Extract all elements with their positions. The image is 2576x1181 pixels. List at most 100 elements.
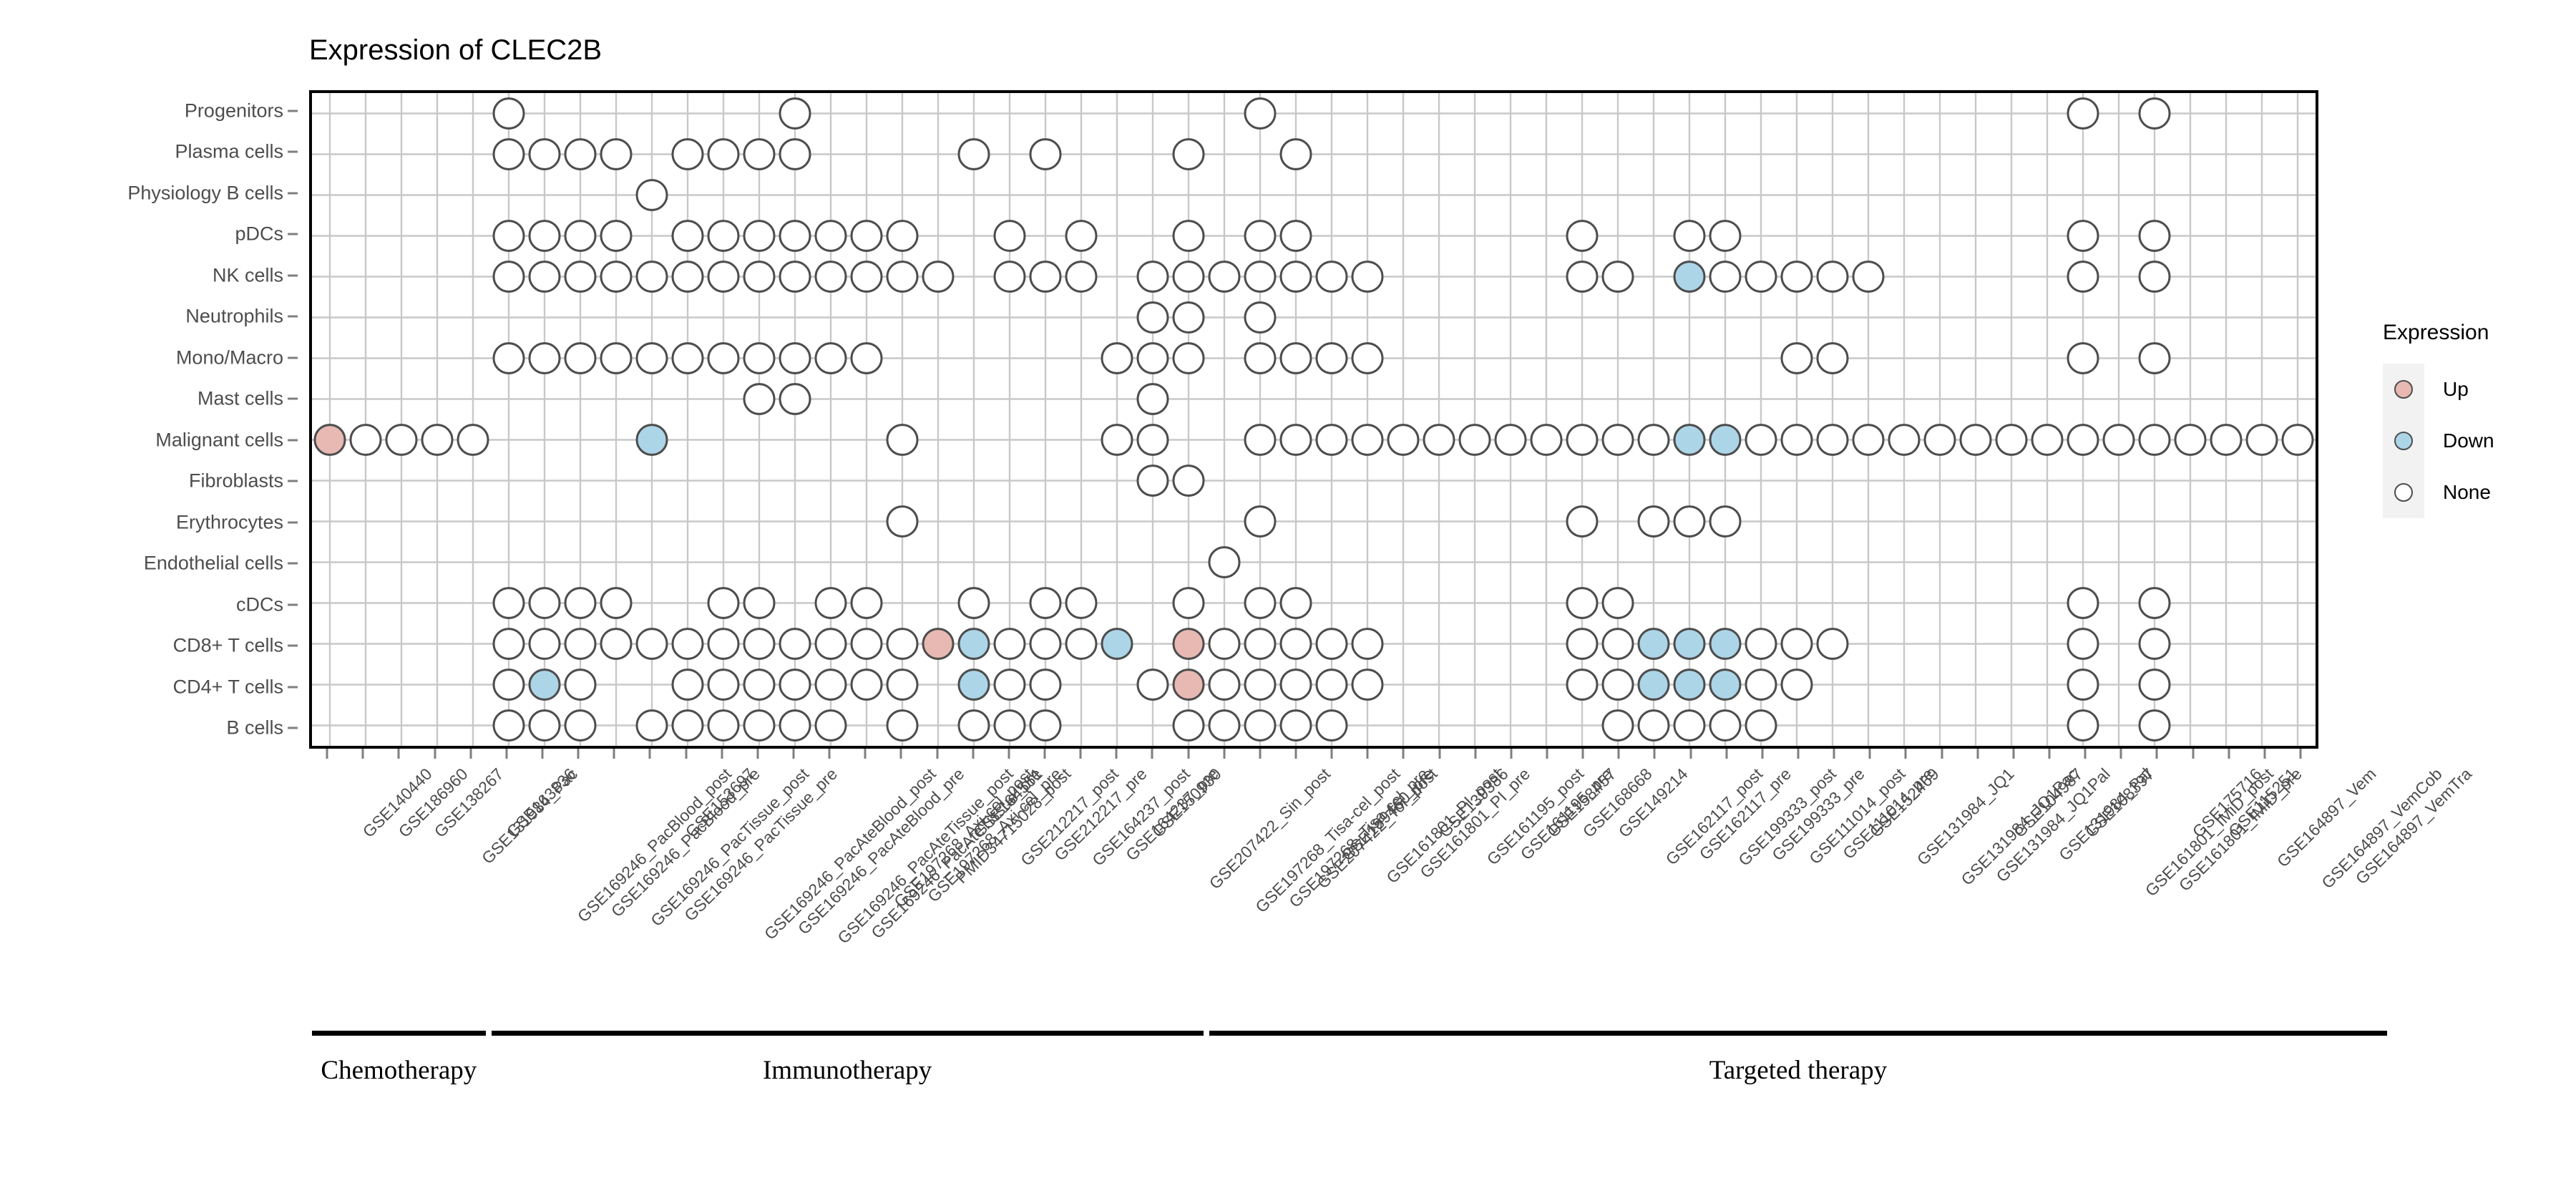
expression-dot[interactable] bbox=[1136, 301, 1169, 334]
expression-dot[interactable] bbox=[1172, 709, 1205, 742]
expression-dot[interactable] bbox=[779, 383, 811, 415]
expression-dot[interactable] bbox=[993, 628, 1026, 660]
expression-dot[interactable] bbox=[1315, 342, 1348, 374]
expression-dot[interactable] bbox=[2138, 709, 2171, 742]
expression-dot[interactable] bbox=[528, 587, 561, 619]
expression-dot[interactable] bbox=[1816, 342, 1849, 374]
expression-dot[interactable] bbox=[1601, 628, 1634, 660]
expression-dot[interactable] bbox=[1315, 709, 1348, 742]
expression-dot[interactable] bbox=[564, 138, 597, 170]
expression-dot[interactable] bbox=[779, 97, 811, 130]
expression-dot[interactable] bbox=[1279, 709, 1312, 742]
expression-dot[interactable] bbox=[528, 220, 561, 252]
expression-dot[interactable] bbox=[1029, 261, 1062, 293]
expression-dot[interactable] bbox=[1244, 97, 1277, 130]
expression-dot[interactable] bbox=[779, 628, 811, 660]
expression-dot[interactable] bbox=[743, 261, 776, 293]
expression-dot[interactable] bbox=[1745, 709, 1777, 742]
expression-dot[interactable] bbox=[1065, 587, 1098, 619]
expression-dot[interactable] bbox=[1244, 669, 1277, 701]
expression-dot[interactable] bbox=[1315, 424, 1348, 456]
expression-dot[interactable] bbox=[492, 709, 525, 742]
expression-dot[interactable] bbox=[1637, 505, 1670, 538]
expression-dot[interactable] bbox=[1244, 587, 1277, 619]
expression-dot[interactable] bbox=[1745, 261, 1777, 293]
expression-dot[interactable] bbox=[1566, 220, 1599, 252]
expression-dot[interactable] bbox=[779, 220, 811, 252]
expression-dot[interactable] bbox=[1351, 424, 1384, 456]
expression-dot[interactable] bbox=[2138, 220, 2171, 252]
expression-dot[interactable] bbox=[2138, 587, 2171, 619]
expression-dot[interactable] bbox=[850, 628, 883, 660]
expression-dot[interactable] bbox=[1208, 628, 1241, 660]
expression-dot[interactable] bbox=[1244, 505, 1277, 538]
expression-dot[interactable] bbox=[993, 709, 1026, 742]
expression-dot[interactable] bbox=[1780, 669, 1813, 701]
expression-dot[interactable] bbox=[1279, 261, 1312, 293]
expression-dot[interactable] bbox=[1673, 669, 1706, 701]
expression-dot[interactable] bbox=[1566, 505, 1599, 538]
expression-dot[interactable] bbox=[850, 342, 883, 374]
expression-dot[interactable] bbox=[1816, 261, 1849, 293]
expression-dot[interactable] bbox=[1244, 220, 1277, 252]
expression-dot[interactable] bbox=[707, 342, 740, 374]
expression-dot[interactable] bbox=[564, 342, 597, 374]
expression-dot[interactable] bbox=[528, 628, 561, 660]
expression-dot[interactable] bbox=[528, 138, 561, 170]
expression-dot[interactable] bbox=[1530, 424, 1563, 456]
expression-dot[interactable] bbox=[1136, 383, 1169, 415]
expression-dot[interactable] bbox=[886, 505, 919, 538]
expression-dot[interactable] bbox=[743, 709, 776, 742]
expression-dot[interactable] bbox=[707, 138, 740, 170]
expression-dot[interactable] bbox=[886, 261, 919, 293]
expression-dot[interactable] bbox=[1745, 628, 1777, 660]
expression-dot[interactable] bbox=[600, 261, 633, 293]
expression-dot[interactable] bbox=[707, 709, 740, 742]
expression-dot[interactable] bbox=[600, 138, 633, 170]
expression-dot[interactable] bbox=[1279, 220, 1312, 252]
expression-dot[interactable] bbox=[1172, 587, 1205, 619]
expression-dot[interactable] bbox=[814, 669, 847, 701]
expression-dot[interactable] bbox=[1673, 261, 1706, 293]
expression-dot[interactable] bbox=[492, 669, 525, 701]
expression-dot[interactable] bbox=[457, 424, 489, 456]
expression-dot[interactable] bbox=[1673, 709, 1706, 742]
expression-dot[interactable] bbox=[1816, 628, 1849, 660]
legend-item[interactable]: Down bbox=[2383, 415, 2569, 467]
expression-dot[interactable] bbox=[814, 261, 847, 293]
expression-dot[interactable] bbox=[1709, 220, 1742, 252]
expression-dot[interactable] bbox=[1709, 628, 1742, 660]
expression-dot[interactable] bbox=[1780, 424, 1813, 456]
expression-dot[interactable] bbox=[1244, 342, 1277, 374]
expression-dot[interactable] bbox=[1566, 628, 1599, 660]
expression-dot[interactable] bbox=[2067, 587, 2099, 619]
expression-dot[interactable] bbox=[2067, 709, 2099, 742]
expression-dot[interactable] bbox=[671, 138, 704, 170]
expression-dot[interactable] bbox=[850, 261, 883, 293]
expression-dot[interactable] bbox=[349, 424, 382, 456]
expression-dot[interactable] bbox=[850, 220, 883, 252]
expression-dot[interactable] bbox=[814, 220, 847, 252]
expression-dot[interactable] bbox=[1673, 220, 1706, 252]
expression-dot[interactable] bbox=[1709, 424, 1742, 456]
expression-dot[interactable] bbox=[313, 424, 346, 456]
expression-dot[interactable] bbox=[1745, 424, 1777, 456]
expression-dot[interactable] bbox=[2281, 424, 2314, 456]
expression-dot[interactable] bbox=[1279, 342, 1312, 374]
expression-dot[interactable] bbox=[1208, 546, 1241, 578]
expression-dot[interactable] bbox=[635, 628, 668, 660]
expression-dot[interactable] bbox=[1029, 669, 1062, 701]
expression-dot[interactable] bbox=[1423, 424, 1455, 456]
expression-dot[interactable] bbox=[1244, 261, 1277, 293]
expression-dot[interactable] bbox=[993, 261, 1026, 293]
expression-dot[interactable] bbox=[1458, 424, 1491, 456]
expression-dot[interactable] bbox=[671, 261, 704, 293]
expression-dot[interactable] bbox=[1566, 261, 1599, 293]
expression-dot[interactable] bbox=[635, 424, 668, 456]
expression-dot[interactable] bbox=[2138, 261, 2171, 293]
expression-dot[interactable] bbox=[1172, 261, 1205, 293]
expression-dot[interactable] bbox=[1566, 587, 1599, 619]
expression-dot[interactable] bbox=[2067, 220, 2099, 252]
expression-dot[interactable] bbox=[2138, 628, 2171, 660]
expression-dot[interactable] bbox=[1279, 628, 1312, 660]
